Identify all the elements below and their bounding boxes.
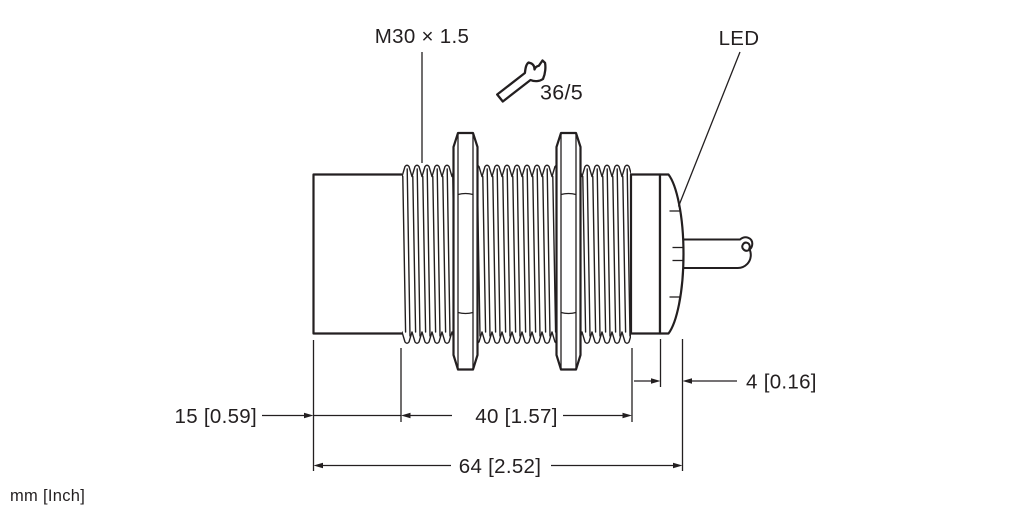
thread-section [402, 158, 631, 353]
dim-overall-length-label: 64 [2.52] [459, 455, 542, 478]
end-cap-dome [658, 173, 685, 335]
rear-housing [629, 173, 662, 335]
dimension-graphics [262, 339, 737, 471]
units-note: mm [Inch] [10, 487, 85, 505]
cable [683, 236, 754, 269]
led-label: LED [719, 27, 760, 50]
hex-nut-1 [452, 131, 479, 371]
wrench-icon [496, 59, 547, 103]
dim-end-cap-label: 4 [0.16] [746, 371, 817, 394]
led-leader-line [677, 51, 741, 207]
front-barrel [312, 173, 402, 335]
thread-spec-label: M30 × 1.5 [375, 25, 469, 48]
dim-thread-length-label: 40 [1.57] [475, 405, 558, 428]
dim-front-barrel-label: 15 [0.59] [175, 405, 258, 428]
wrench-size-label: 36/5 [540, 81, 583, 105]
hex-nut-2 [555, 131, 582, 371]
sensor-body [312, 131, 754, 371]
